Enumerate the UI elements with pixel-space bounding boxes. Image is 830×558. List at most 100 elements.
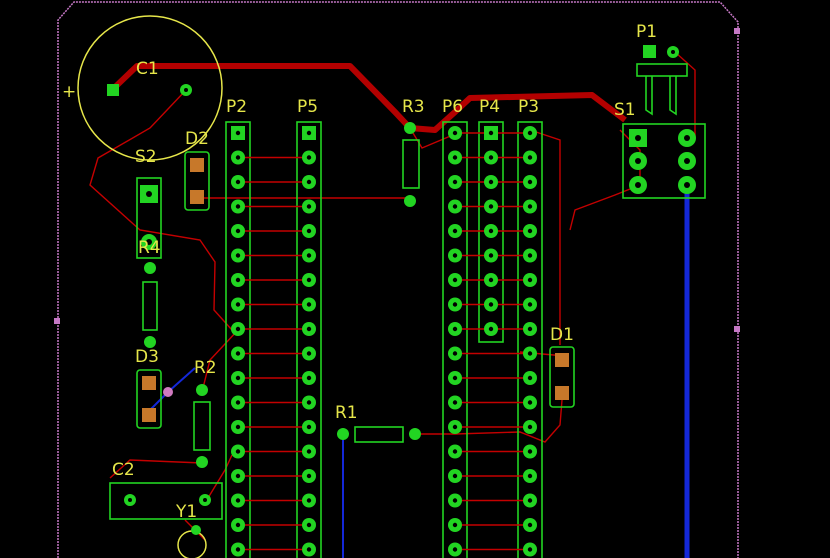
p4-pin-hole [488, 204, 494, 209]
p6-pin-hole [452, 473, 458, 479]
p6-pin-hole [452, 302, 458, 307]
board-vertex-marker [734, 326, 740, 332]
r4-body [142, 281, 158, 331]
p4-pin-hole [488, 179, 494, 185]
p6-pin-hole [452, 253, 458, 258]
r2-pad-1[interactable] [196, 384, 208, 396]
p4-pin-hole [488, 302, 494, 307]
r1-pad-2[interactable] [409, 428, 421, 440]
p2-pin-hole [235, 547, 241, 552]
p6-pin-hole [452, 400, 458, 405]
p3-pin-hole [527, 253, 533, 258]
y1-outline [177, 530, 207, 558]
d2-pad-1[interactable] [190, 158, 204, 172]
d3-pad-1[interactable] [142, 376, 156, 390]
p3-pin-hole [527, 473, 533, 479]
r4-pad-1[interactable] [144, 262, 156, 274]
p3-pin-hole [527, 351, 533, 356]
p4-pin-hole [488, 130, 494, 136]
p6-pin-hole [452, 155, 458, 160]
label-C1: C1 [136, 59, 159, 79]
r4-pad-2[interactable] [144, 336, 156, 348]
p5-pin-hole [306, 130, 312, 136]
p2-pin-hole [235, 473, 241, 479]
r3-pad-1[interactable] [404, 122, 416, 134]
p6-pin-hole [452, 449, 458, 454]
p3-pin-hole [527, 498, 533, 503]
d1-pad-2[interactable] [555, 386, 569, 400]
top-copper-signal-traces [89, 51, 696, 541]
p1-pad-1[interactable] [643, 45, 656, 58]
p5-outline [296, 121, 322, 558]
label-D1: D1 [550, 325, 574, 345]
label-P6: P6 [442, 97, 463, 117]
r3-body [402, 139, 420, 189]
r1-pad-1[interactable] [337, 428, 349, 440]
d2-pad-2[interactable] [190, 190, 204, 204]
p3-pin-hole [527, 277, 533, 283]
p6-pin-hole [452, 179, 458, 185]
board-vertex-marker [734, 28, 740, 34]
label-P2: P2 [226, 97, 247, 117]
r3-pad-2[interactable] [404, 195, 416, 207]
p5-pin-hole [306, 424, 312, 430]
c1-polarity-mark: + [62, 82, 76, 102]
p2-pin-hole [235, 351, 241, 356]
p2-pin-hole [235, 204, 241, 209]
p5-pin-hole [306, 375, 312, 381]
p2-pin-hole [235, 179, 241, 185]
via[interactable] [163, 387, 173, 397]
p6-pin-hole [452, 351, 458, 356]
p4-pin-hole [488, 277, 494, 283]
p2-pin-hole [235, 449, 241, 454]
p6-pin-hole [452, 424, 458, 430]
p1-pins [645, 76, 677, 116]
p2-pin-hole [235, 302, 241, 307]
p5-pin-hole [306, 326, 312, 332]
p5-pin-hole [306, 253, 312, 258]
label-R2: R2 [194, 358, 217, 378]
p2-pin-hole [235, 498, 241, 503]
p3-pin-hole [527, 302, 533, 307]
p5-pin-hole [306, 179, 312, 185]
p2-pin-hole [235, 326, 241, 332]
p6-pin-hole [452, 498, 458, 503]
label-S1: S1 [614, 100, 636, 120]
d3-outline [136, 369, 162, 429]
label-C2: C2 [112, 460, 135, 480]
label-P1: P1 [636, 22, 657, 42]
p3-pin-hole [527, 449, 533, 454]
p5-pin-hole [306, 473, 312, 479]
p4-pin-hole [488, 253, 494, 258]
p3-pin-hole [527, 400, 533, 405]
board-vertex-marker [54, 318, 60, 324]
p2-pin-hole [235, 522, 241, 528]
p5-pin-hole [306, 522, 312, 528]
label-D2: D2 [185, 129, 209, 149]
label-P3: P3 [518, 97, 539, 117]
d3-pad-2[interactable] [142, 408, 156, 422]
p2-pin-hole [235, 277, 241, 283]
p5-pin-hole [306, 302, 312, 307]
c1-pad-1[interactable] [107, 84, 119, 96]
r2-pad-2[interactable] [196, 456, 208, 468]
p3-pin-hole [527, 130, 533, 136]
p5-pin-hole [306, 204, 312, 209]
p2-pin-hole [235, 253, 241, 258]
power-trace [110, 63, 627, 133]
label-P5: P5 [297, 97, 318, 117]
p2-pin-hole [235, 155, 241, 160]
p2-pin-hole [235, 375, 241, 381]
label-R4: R4 [138, 238, 161, 258]
label-S2: S2 [135, 147, 157, 167]
r2-body [193, 401, 211, 451]
p3-pin-hole [527, 326, 533, 332]
p4-pin-hole [488, 326, 494, 332]
y1-pad-1[interactable] [191, 525, 201, 535]
s2-outline [136, 177, 162, 259]
p5-pin-hole [306, 547, 312, 552]
p3-pin-hole [527, 547, 533, 552]
d1-pad-1[interactable] [555, 353, 569, 367]
p3-pin-hole [527, 522, 533, 528]
